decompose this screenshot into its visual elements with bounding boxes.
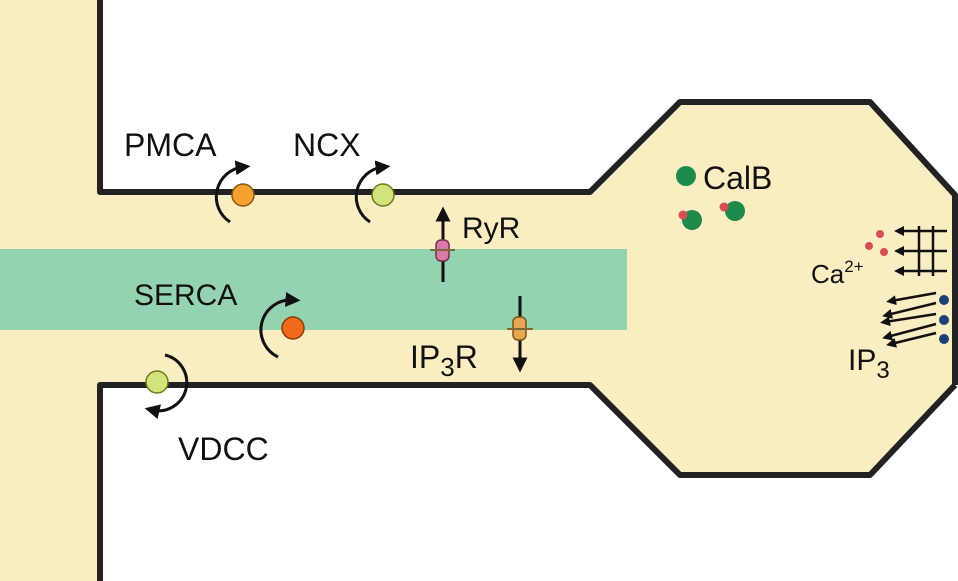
membrane-upper bbox=[97, 0, 958, 385]
vdcc-icon bbox=[145, 370, 169, 394]
ryr-label: RyR bbox=[462, 212, 520, 245]
vdcc-label: VDCC bbox=[178, 431, 269, 467]
ip3-arrow-icon bbox=[882, 301, 937, 319]
pmca-label: PMCA bbox=[124, 127, 217, 163]
ip3-arrow-icon bbox=[882, 322, 937, 341]
ncx-label: NCX bbox=[293, 127, 361, 163]
calcium-influx bbox=[865, 226, 947, 276]
receptor-icon bbox=[939, 295, 949, 305]
calcium-ion-icon bbox=[880, 248, 888, 256]
ncx-exchanger bbox=[354, 160, 395, 224]
calbindin-label: CalB bbox=[703, 160, 772, 196]
pmca-flux-arrow-icon bbox=[214, 160, 251, 224]
ryr-receptor bbox=[430, 206, 455, 282]
calbindin-free-icon bbox=[676, 166, 696, 186]
pmca-icon bbox=[231, 183, 255, 207]
receptor-icon bbox=[939, 334, 949, 344]
ip3-arrow-icon bbox=[886, 331, 937, 348]
serca-pump bbox=[259, 292, 305, 359]
ncx-icon bbox=[371, 183, 395, 207]
vdcc-channel bbox=[144, 353, 189, 420]
vdcc-flux-arrow-icon bbox=[144, 353, 189, 420]
ip3-arrow-icon bbox=[886, 291, 937, 306]
calbindin bbox=[676, 166, 745, 230]
serca-flux-arrow-icon bbox=[259, 292, 301, 359]
ncx-flux-arrow-icon bbox=[354, 160, 391, 224]
serca-label: SERCA bbox=[134, 279, 237, 312]
membrane-lower bbox=[97, 382, 958, 581]
spine-head bbox=[590, 102, 955, 475]
calcium-label: Ca2+ bbox=[811, 257, 864, 289]
ip3-arrow-icon bbox=[880, 312, 937, 327]
calcium-ion-icon bbox=[865, 242, 873, 250]
calbindin-bound-icon bbox=[725, 201, 745, 221]
receptor-icon bbox=[939, 315, 949, 325]
ip3-production bbox=[880, 291, 949, 348]
ip3-label: IP3 bbox=[848, 344, 890, 384]
ip3r-receptor bbox=[507, 296, 533, 373]
endoplasmic-reticulum bbox=[0, 249, 627, 330]
ip3r-label: IP3R bbox=[410, 339, 478, 382]
calcium-ion-icon bbox=[876, 230, 884, 238]
serca-icon bbox=[281, 316, 305, 340]
pmca-pump bbox=[214, 160, 255, 224]
